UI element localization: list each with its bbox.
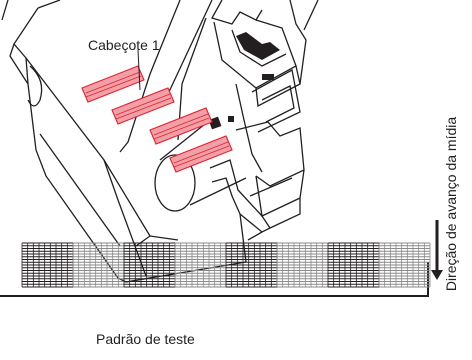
feed-direction-arrow [431, 220, 443, 280]
pattern-block-dark [21, 242, 74, 288]
pattern-block-dark [123, 242, 176, 288]
print-head-1-highlight [81, 65, 233, 173]
pattern-block-light [276, 242, 329, 288]
media-feed-direction-label: Direção de avanço da mídia [443, 116, 459, 292]
test-pattern [21, 242, 431, 288]
mechanism-dark-parts [208, 32, 280, 130]
pattern-block-light [378, 242, 431, 288]
pattern-block-dark [225, 242, 278, 288]
pattern-block-light [72, 242, 125, 288]
pattern-block-dark [327, 242, 380, 288]
pattern-block-light [174, 242, 227, 288]
head-label-leader [137, 49, 141, 91]
test-pattern-caption: Padrão de teste [96, 331, 195, 347]
highlight-hatching [85, 71, 230, 168]
print-head-carriage [1, 0, 319, 283]
print-head-label: Cabeçote 1 [88, 37, 160, 53]
